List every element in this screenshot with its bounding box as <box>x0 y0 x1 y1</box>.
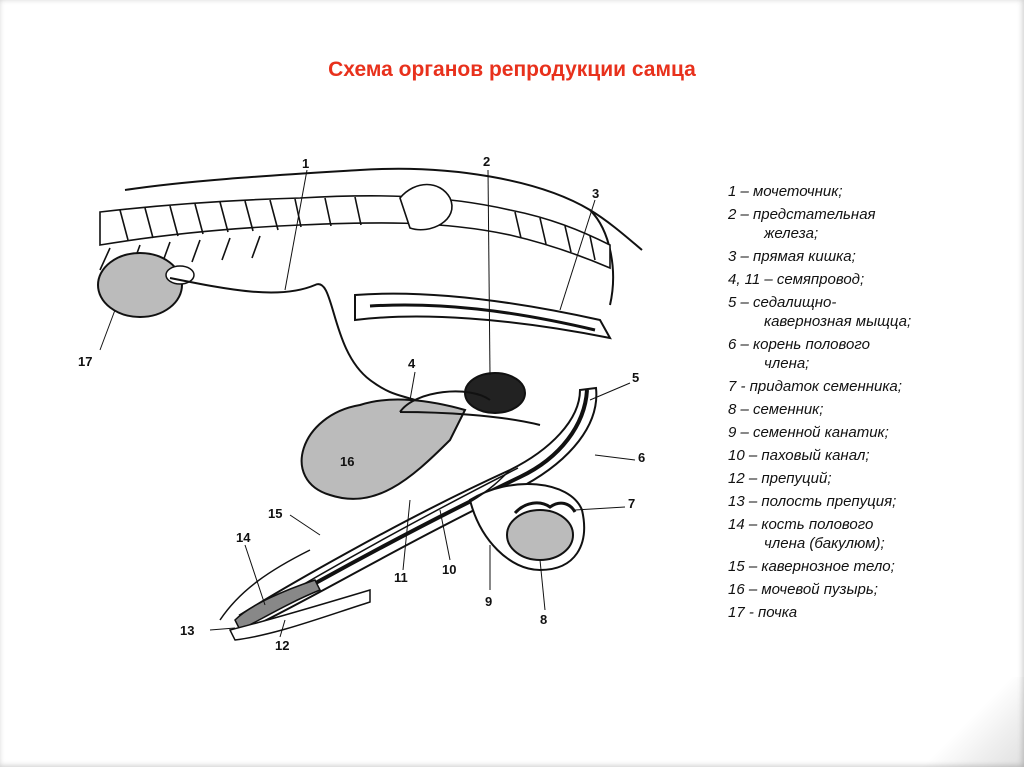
kidney <box>97 252 183 318</box>
legend-item: 4, 11 – семяпровод; <box>728 271 865 288</box>
callout-10: 10 <box>442 562 456 577</box>
callout-6: 6 <box>638 450 645 465</box>
leader-lines <box>99 169 636 638</box>
legend-item: 17 - почка <box>728 604 798 621</box>
vas-deferens <box>399 390 541 426</box>
legend-item: 13 – полость препуция; <box>728 493 897 510</box>
bladder <box>300 398 467 500</box>
callout-13: 13 <box>180 623 194 638</box>
back-contour <box>124 167 643 251</box>
prostate <box>464 372 526 414</box>
callout-16: 16 <box>340 454 354 469</box>
callout-2: 2 <box>483 154 490 169</box>
rectum-lumen <box>369 303 596 332</box>
anatomy-diagram: 1 2 3 4 5 6 7 8 9 10 11 12 13 14 15 16 1… <box>70 150 670 650</box>
ureter <box>169 277 416 401</box>
baculum <box>234 579 322 632</box>
callout-11: 11 <box>394 570 408 585</box>
callout-15: 15 <box>268 506 282 521</box>
legend-item: 16 – мочевой пузырь; <box>728 581 878 598</box>
spermatic-cord <box>469 469 511 503</box>
callout-4: 4 <box>408 356 416 371</box>
prepuce <box>228 588 371 641</box>
callout-1: 1 <box>302 156 309 171</box>
legend-item: 7 - придаток семенника; <box>728 378 902 395</box>
callout-7: 7 <box>628 496 635 511</box>
callout-3: 3 <box>592 186 599 201</box>
callout-17: 17 <box>78 354 92 369</box>
legend-item: 5 – седалищно-кавернозная мыщца; <box>728 294 912 330</box>
page-title: Схема органов репродукции самца <box>328 58 696 81</box>
legend-item: 9 – семенной канатик; <box>728 424 889 441</box>
legend-item: 10 – паховый канал; <box>728 447 870 464</box>
spine <box>99 183 611 271</box>
legend-item: 3 – прямая кишка; <box>728 248 856 265</box>
callout-5: 5 <box>632 370 639 385</box>
testis <box>506 509 574 561</box>
rectum <box>354 292 612 340</box>
callout-9: 9 <box>485 594 492 609</box>
epididymis <box>513 501 577 515</box>
penis <box>238 386 598 630</box>
callout-12: 12 <box>275 638 289 650</box>
legend-item: 8 – семенник; <box>728 401 824 418</box>
legend-item: 15 – кавернозное тело; <box>728 558 895 575</box>
page-curl-shadow <box>884 677 1024 767</box>
legend-item: 12 – препуций; <box>728 470 832 487</box>
legend-item: 1 – мочеточник; <box>728 183 843 200</box>
anatomy-drawing: 1 2 3 4 5 6 7 8 9 10 11 12 13 14 15 16 1… <box>78 154 645 650</box>
callout-14: 14 <box>236 530 251 545</box>
callout-8: 8 <box>540 612 547 627</box>
